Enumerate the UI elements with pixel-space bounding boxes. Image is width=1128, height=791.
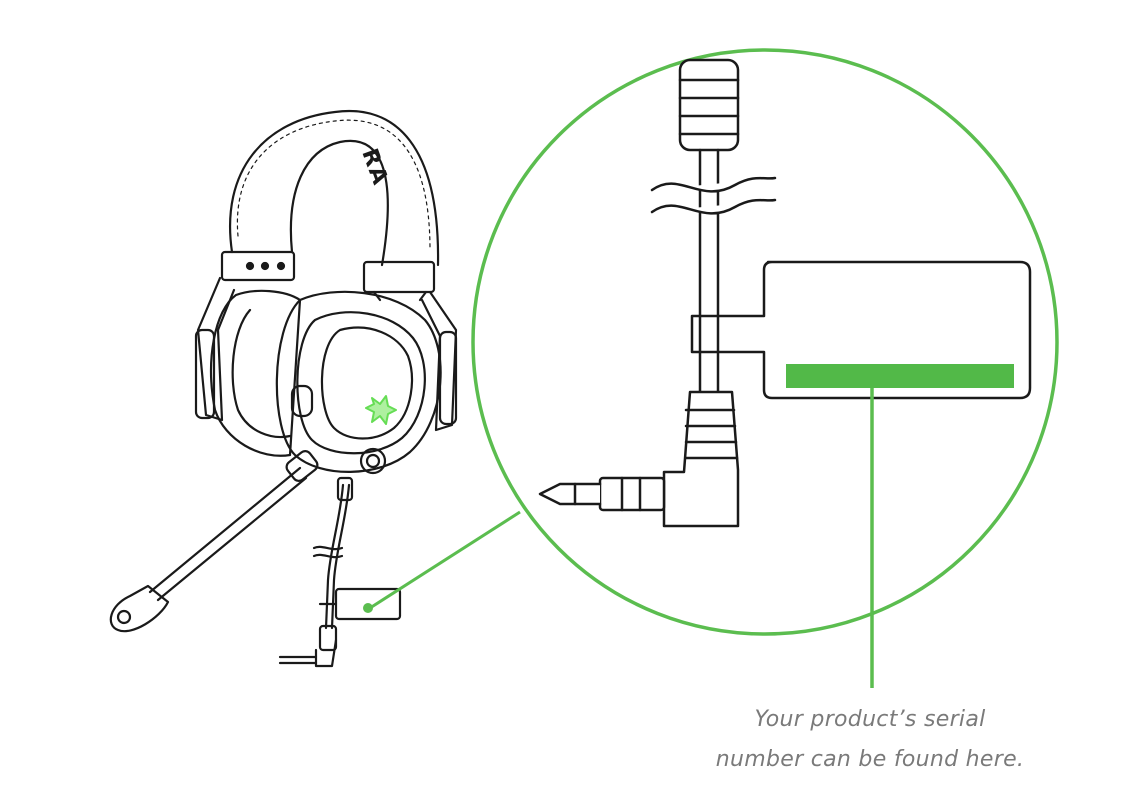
headset-cable <box>278 476 402 668</box>
left-slider <box>220 250 296 282</box>
headset-illustration: RA <box>109 109 458 668</box>
microphone-boom <box>109 450 319 633</box>
right-earcup <box>275 290 442 475</box>
razer-logo-icon <box>365 395 397 425</box>
caption-line-1: Your product’s serial <box>754 707 986 732</box>
headband: RA <box>229 109 440 267</box>
serial-number-bar <box>786 364 1014 388</box>
callout-leader-line <box>369 510 521 610</box>
headband-text: RA <box>356 146 392 190</box>
serial-location-marker <box>363 603 373 613</box>
left-earcup <box>210 289 302 457</box>
serial-number-caption: Your product’s serial number can be foun… <box>690 700 1050 780</box>
caption-line-2: number can be found here. <box>715 747 1025 772</box>
